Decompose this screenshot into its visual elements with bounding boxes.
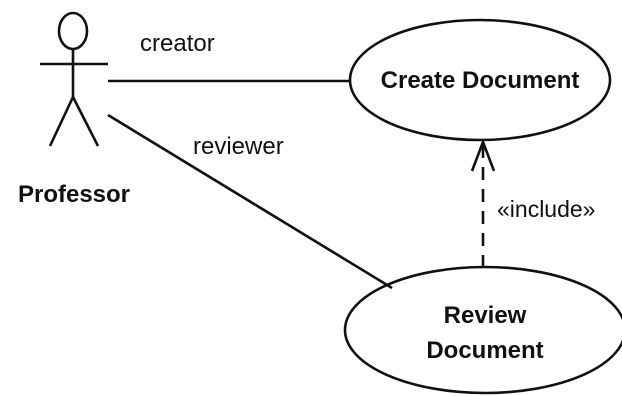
use-case-create-document: Create Document — [348, 18, 612, 142]
actor-professor — [40, 11, 108, 147]
use-case-create-ellipse — [348, 18, 612, 142]
use-case-review-document: Review Document — [343, 265, 622, 395]
include-arrowhead — [470, 138, 496, 172]
use-case-review-label-line1: Review — [444, 302, 527, 329]
include-dependency — [470, 138, 496, 268]
association-reviewer-label: reviewer — [193, 133, 284, 160]
include-stereotype-label: «include» — [497, 196, 595, 222]
actor-right-leg — [71, 96, 100, 147]
association-reviewer-line — [107, 113, 393, 290]
use-case-review-label-line2: Document — [426, 337, 543, 364]
actor-label: Professor — [18, 181, 130, 208]
actor-left-leg — [48, 96, 75, 147]
use-case-review-ellipse — [343, 265, 622, 395]
association-creator-label: creator — [140, 30, 215, 57]
use-case-create-label: Create Document — [381, 67, 580, 94]
actor-head — [57, 11, 89, 51]
